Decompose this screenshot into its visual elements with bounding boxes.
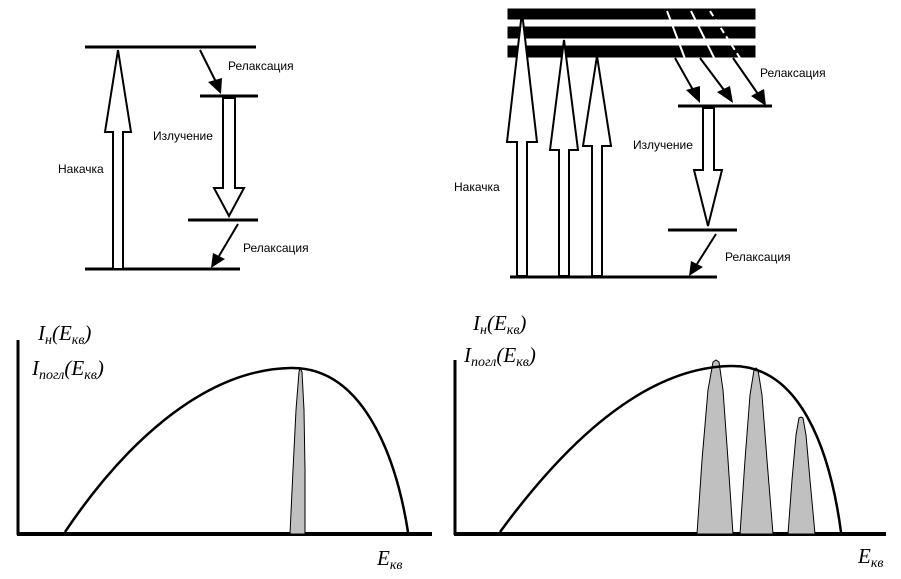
left-level-scheme: [85, 45, 258, 271]
svg-text:Iпогл(Eкв): Iпогл(Eкв): [31, 356, 104, 383]
left-relax-top-arrowhead: [208, 78, 222, 94]
svg-text:Iн(Eкв): Iн(Eкв): [37, 321, 91, 348]
right-level-scheme: [505, 8, 772, 279]
right-absorption-peak-2: [739, 367, 774, 535]
right-relax-line-2: [690, 10, 726, 81]
left-relax-bottom-label: Релаксация: [243, 241, 309, 255]
left-pump-arrow: [103, 49, 133, 270]
right-relax-arrowhead-2: [717, 86, 733, 103]
left-emission-arrow: [212, 97, 246, 219]
right-relax-line-1: [666, 10, 694, 81]
right-emission-arrow: [692, 107, 724, 227]
left-x-label: Eкв: [376, 546, 402, 573]
right-pump-arrow-2: [548, 39, 580, 277]
svg-text:Eкв: Eкв: [857, 544, 883, 571]
right-relax-bottom-arrowhead: [689, 261, 703, 276]
left-spectrum-plot: [16, 340, 432, 536]
right-y-label-1: Iн(Eкв): [472, 311, 526, 338]
left-y-label-1: Iн(Eкв): [37, 321, 91, 348]
right-pump-arrow-1: [505, 11, 539, 277]
right-upper-band-3: [507, 45, 756, 58]
right-absorption-peak-3: [787, 416, 816, 535]
right-relax-line-1b: [674, 57, 694, 91]
left-relax-bottom-arrow: [218, 223, 239, 257]
right-relax-bottom-label: Релаксация: [725, 250, 791, 264]
left-absorption-peak: [289, 366, 306, 535]
right-relax-line-3b: [732, 57, 759, 95]
right-x-label: Eкв: [857, 544, 883, 571]
right-relax-arrowhead-3: [751, 89, 766, 106]
right-absorption-peak-1: [696, 359, 734, 535]
right-relax-arrowhead-1: [686, 86, 700, 103]
left-y-label-2: Iпогл(Eкв): [31, 356, 104, 383]
right-relax-top-label: Релаксация: [760, 66, 826, 80]
svg-text:Iн(Eкв): Iн(Eкв): [472, 311, 526, 338]
left-relax-top-label: Релаксация: [228, 59, 294, 73]
right-upper-band-1: [507, 8, 756, 20]
left-pump-label: Накачка: [58, 162, 104, 176]
right-spectrum-plot: [453, 359, 886, 536]
left-relax-bottom-arrowhead: [211, 253, 225, 268]
svg-text:Iпогл(Eкв): Iпогл(Eкв): [463, 343, 536, 370]
left-emission-label: Излучение: [153, 129, 213, 143]
svg-text:Eкв: Eкв: [376, 546, 402, 573]
right-emission-envelope: [498, 364, 843, 533]
right-relax-bottom-arrow: [696, 233, 717, 265]
right-upper-band-2: [507, 26, 756, 39]
right-pump-arrow-3: [581, 55, 613, 277]
left-relax-top-arrow: [199, 49, 217, 83]
right-y-label-2: Iпогл(Eкв): [463, 343, 536, 370]
left-emission-envelope: [63, 366, 410, 533]
right-pump-label: Накачка: [454, 180, 500, 194]
right-relax-line-2b: [699, 57, 725, 91]
right-relax-line-3: [709, 10, 755, 81]
right-emission-label: Излучение: [633, 138, 693, 152]
